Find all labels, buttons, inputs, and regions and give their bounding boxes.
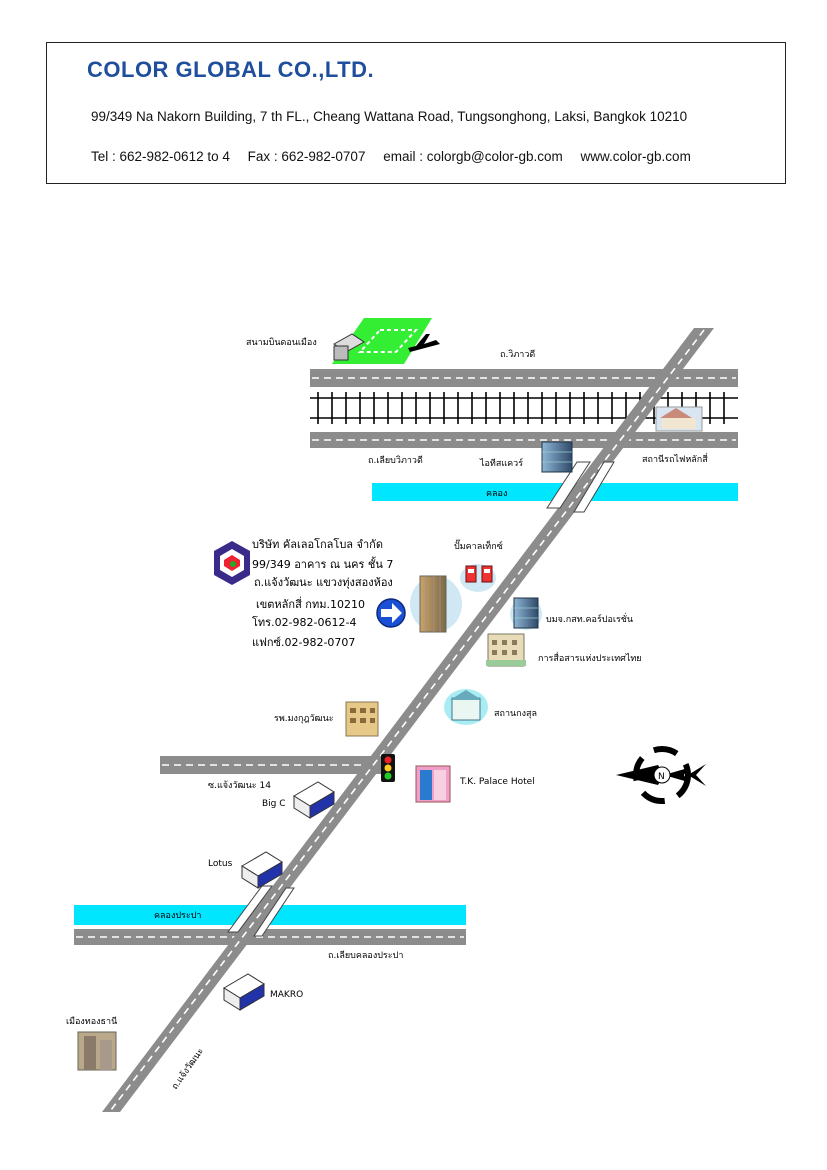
cat-telecom-label: บมจ.กสท.คอร์ปอเรชั่น (546, 612, 633, 625)
muang-thong-label: เมืองทองธานี (66, 1016, 117, 1027)
hospital-label: รพ.มงกุฎวัฒนะ (274, 714, 334, 724)
makro-label: MAKRO (270, 990, 303, 1000)
bridge-top (546, 461, 615, 513)
vibhavadi-frontage-road (310, 432, 738, 448)
company-address-th-1: 99/349 อาคาร ณ นคร ชั้น 7 (252, 556, 393, 571)
lotus-store-icon (241, 851, 283, 889)
bridge-prapa (227, 885, 295, 937)
tk-palace-hotel-icon (415, 765, 451, 803)
canal-top (372, 483, 738, 501)
website-text[interactable]: www.color-gb.com (580, 149, 691, 164)
chaengwattana-road-label: ถ.แจ้งวัฒนะ (169, 1046, 206, 1092)
muang-thong-thani-icon (77, 1031, 117, 1071)
tk-palace-label: T.K. Palace Hotel (459, 777, 535, 787)
contact-line: Tel : 662-982-0612 to 4 Fax : 662-982-07… (91, 149, 705, 164)
vibhavadi-frontage-label: ถ.เลียบวิภาวดี (368, 455, 423, 466)
prapa-road (74, 929, 466, 945)
gas-station-icon (460, 564, 496, 592)
company-tel-th: โทร.02-982-0612-4 (252, 615, 356, 629)
canal-label: คลอง (486, 489, 507, 499)
consulate-icon (444, 689, 488, 725)
fax-text: Fax : 662-982-0707 (247, 149, 366, 164)
consulate-label: สถานกงสุล (494, 709, 537, 719)
header-box: COLOR GLOBAL CO.,LTD. 99/349 Na Nakorn B… (46, 42, 786, 184)
it-square-label: ไอทีสแควร์ (479, 457, 523, 469)
laksi-station-label: สถานีรถไฟหลักสี่ (642, 452, 708, 465)
company-name-th: บริษัท คัลเลอโกลโบล จำกัด (252, 537, 383, 551)
email-text[interactable]: email : colorgb@color-gb.com (383, 149, 563, 164)
prapa-road-label: ถ.เลียบคลองประปา (328, 950, 403, 961)
laksi-station-icon (655, 406, 703, 432)
airport-label: สนามบินดอนเมือง (246, 337, 317, 348)
gas-station-label: ปั๊มคาลเท็กซ์ (454, 539, 503, 552)
tel-text: Tel : 662-982-0612 to 4 (91, 149, 230, 164)
lotus-label: Lotus (208, 859, 233, 869)
vibhavadi-road-label: ถ.วิภาวดี (500, 349, 535, 360)
hospital-icon (345, 701, 379, 737)
company-name: COLOR GLOBAL CO.,LTD. (87, 57, 375, 82)
tot-label: การสื่อสารแห่งประเทศไทย (538, 651, 642, 664)
cat-telecom-icon (510, 597, 542, 630)
chaengwattana-road (102, 328, 714, 1112)
makro-store-icon (223, 973, 265, 1011)
company-address-th-2: ถ.แจ้งวัฒนะ แขวงทุ่งสองห้อง (254, 576, 393, 589)
airport-icon (332, 318, 440, 364)
company-fax-th: แฟกซ์.02-982-0707 (252, 636, 355, 649)
company-logo (214, 541, 250, 585)
compass-icon (616, 746, 706, 804)
prapa-canal-label: คลองประปา (154, 911, 201, 921)
traffic-light-icon (381, 754, 395, 782)
direction-arrow-icon (376, 598, 406, 628)
big-c-store-icon (293, 781, 335, 819)
tot-building-icon (486, 633, 526, 667)
company-address: 99/349 Na Nakorn Building, 7 th FL., Che… (91, 109, 688, 124)
soi-14-road (160, 756, 388, 774)
it-square-icon (541, 441, 573, 473)
compass-north-letter: N (658, 772, 665, 782)
company-address-th-3: เขตหลักสี่ กทม.10210 (256, 596, 365, 611)
company-building-icon (410, 575, 462, 633)
big-c-label: Big C (262, 799, 286, 809)
soi-14-label: ซ.แจ้งวัฒนะ 14 (208, 780, 271, 791)
